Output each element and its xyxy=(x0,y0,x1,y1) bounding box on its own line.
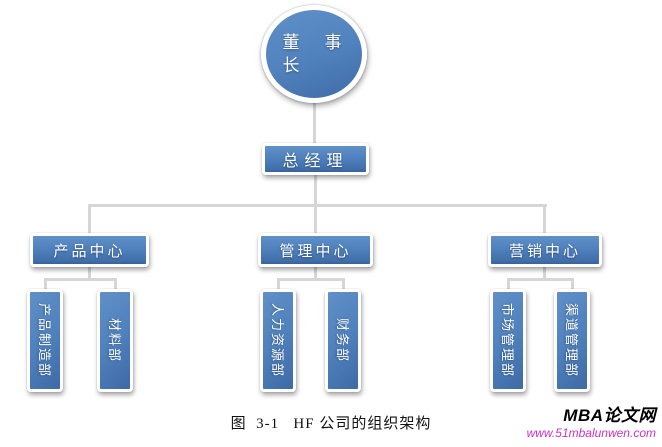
watermark: MBA论文网 www.51mbalunwen.com xyxy=(526,406,656,440)
node-general-manager: 总经理 xyxy=(262,143,369,175)
product-center-label: 产品中心 xyxy=(53,242,126,260)
dept-label: 市场管理部 xyxy=(499,302,515,379)
node-dept-human-resources: 人力资源部 xyxy=(260,289,296,392)
dept-label: 财务部 xyxy=(334,317,350,364)
node-product-center: 产品中心 xyxy=(30,233,149,267)
connector-product-horizontal xyxy=(44,278,117,281)
connector-drop-product xyxy=(88,204,91,233)
connector-product-stub xyxy=(88,266,91,279)
node-marketing-center: 营销中心 xyxy=(488,233,602,267)
figure-caption: 图 3-1 HF 公司的组织架构 xyxy=(230,416,432,432)
connector-marketing-horizontal xyxy=(507,278,574,281)
dept-label: 人力资源部 xyxy=(269,302,285,379)
connector-marketing-stub xyxy=(543,266,546,279)
connector-chairman-gm xyxy=(313,100,316,143)
connector-gm-down xyxy=(314,175,317,205)
dept-label: 材料部 xyxy=(106,317,122,364)
connector-drop-dept5 xyxy=(507,278,510,290)
node-chairman: 董 事长 xyxy=(261,5,367,103)
node-management-center: 管理中心 xyxy=(258,233,373,267)
management-center-label: 管理中心 xyxy=(279,242,352,260)
node-dept-finance: 财务部 xyxy=(325,289,361,392)
connector-drop-dept2 xyxy=(114,278,117,290)
connector-management-horizontal xyxy=(277,278,344,281)
connector-drop-management xyxy=(314,204,317,233)
node-dept-market-management: 市场管理部 xyxy=(490,289,526,392)
connector-main-horizontal xyxy=(88,204,547,207)
marketing-center-label: 营销中心 xyxy=(508,242,581,260)
node-dept-channel-management: 渠道管理部 xyxy=(554,289,590,392)
connector-drop-dept4 xyxy=(342,278,345,290)
connector-drop-dept3 xyxy=(277,278,280,290)
dept-label: 渠道管理部 xyxy=(563,302,579,379)
connector-drop-dept1 xyxy=(44,278,47,290)
watermark-site-name: MBA论文网 xyxy=(563,406,656,425)
connector-drop-dept6 xyxy=(571,278,574,290)
node-dept-product-manufacturing: 产品制造部 xyxy=(27,289,63,392)
watermark-url: www.51mbalunwen.com xyxy=(526,425,656,440)
dept-label: 产品制造部 xyxy=(36,302,52,379)
connector-drop-marketing xyxy=(543,204,546,233)
connector-management-stub xyxy=(314,266,317,279)
general-manager-label: 总经理 xyxy=(282,153,349,170)
node-dept-materials: 材料部 xyxy=(97,289,133,392)
chairman-label: 董 事长 xyxy=(282,33,346,75)
